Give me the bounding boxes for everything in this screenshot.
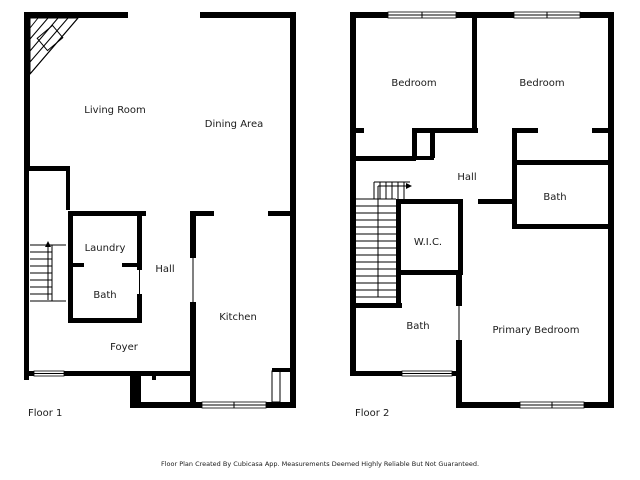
room-label-living-room: Living Room [84,105,145,116]
room-label-hall-2: Hall [457,172,476,183]
f1-bath-bottom [68,318,142,323]
f1-hall-top-right [190,211,214,216]
f1-pantry-top [272,368,290,372]
floor-2-label: Floor 2 [355,408,389,419]
f1-wall-right [290,12,296,408]
f1-wall-bottom-left [24,371,138,376]
f2-wic-top [396,199,460,204]
room-label-hall: Hall [155,264,174,275]
room-label-primary-bedroom: Primary Bedroom [492,325,579,336]
f2-stair-right-wall [396,199,401,303]
f2-bath-upper-left [512,160,517,228]
footer-disclaimer: Floor Plan Created By Cubicasa App. Meas… [161,460,479,468]
room-label-dining-area: Dining Area [205,119,263,130]
fireplace-icon [29,17,80,76]
f2-bath-lower-right-b [456,340,462,376]
f2-closet-r-left [512,128,517,162]
floor-1-plan: Living Room Dining Area Laundry Hall Bat… [24,12,296,419]
stair-arrow-icon [406,183,412,189]
room-label-bath-lower: Bath [406,321,429,332]
f2-bedroom-right-bottom-a [512,128,538,133]
f2-bath-upper-top [512,160,614,165]
f2-bath-lower-right-a [456,270,462,306]
f1-laundry-top [68,211,142,216]
room-label-wic: W.I.C. [414,237,442,248]
f2-bedroom-divider [472,12,477,132]
f1-laundry-bath-div-a [68,263,84,267]
f2-bedroom-right-bottom-b [592,128,614,133]
f2-bath-upper-bottom [512,224,614,229]
floor-1-label: Floor 1 [28,408,62,419]
f1-foyer-closet-top [136,371,196,376]
stair-up-arrow-icon [45,241,51,247]
f2-wall-left [350,12,356,376]
f1-closet-left [136,371,141,408]
f2-wall-top [350,12,614,18]
f1-kitchen-left-lower [190,302,196,408]
room-label-bath: Bath [93,290,116,301]
room-label-bath-upper: Bath [543,192,566,203]
floor-2-plan: Bedroom Bedroom Hall Bath W.I.C. Bath Pr… [350,11,614,419]
stairs-floor-1 [30,241,66,302]
f1-kitchen-top-right [268,211,296,216]
stairs-floor-2 [356,181,412,298]
room-label-bedroom-left: Bedroom [391,78,436,89]
f2-wic-right [458,199,463,273]
f2-closet-right [430,128,435,158]
f1-wall-left-upper [24,12,30,170]
f1-laundry-bath-div-b [122,263,142,267]
f2-hall-bottom-right [478,199,514,204]
f1-wall-left-lower [24,166,29,380]
room-label-bedroom-right: Bedroom [519,78,564,89]
f2-wic-bottom [396,270,463,275]
room-label-foyer: Foyer [110,342,139,353]
f1-wall-top-right [200,12,296,18]
f2-wall-right [608,12,614,408]
f1-hall-top-left [142,211,146,216]
f2-bath-lower-top [350,303,402,308]
f1-kitchen-pantry [271,370,281,403]
f2-stair-top [356,156,416,161]
f1-wall-top-left [24,12,128,18]
f1-stair-wall [66,170,70,210]
f2-primary-jog [456,371,462,408]
f2-bedroom-left-bottom-a [350,128,364,133]
f1-wall-foyer-jog [130,371,136,408]
f1-wall-step [24,166,70,171]
f2-closet-left [412,128,417,158]
room-label-laundry: Laundry [85,243,126,254]
f2-bedroom-left-bottom-b [412,128,478,133]
f1-closet-stub [152,376,156,380]
room-label-kitchen: Kitchen [219,312,257,323]
f2-closet-bottom [412,156,434,160]
